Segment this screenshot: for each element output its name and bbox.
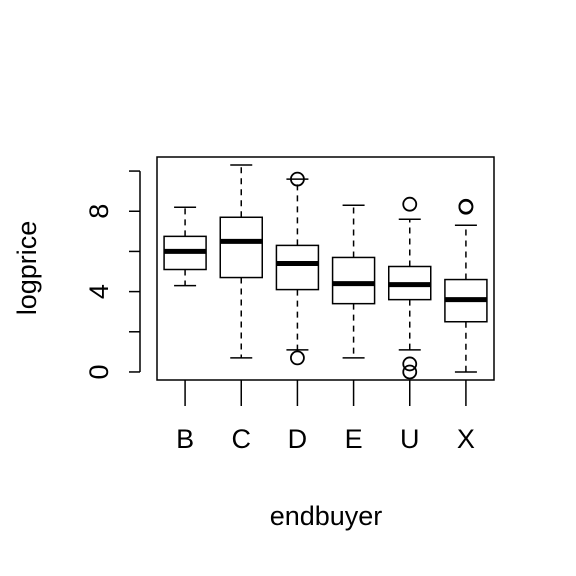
box-B [163,206,207,287]
outlier-point [290,171,305,187]
x-tick-label: D [288,424,308,454]
outlier-point [402,356,418,372]
y-axis-label: logprice [12,221,42,316]
x-tick-label: E [345,424,363,454]
x-tick-label: C [232,424,252,454]
box-C [219,164,263,359]
box-iqr [275,244,320,291]
y-tick-label: 8 [84,204,114,219]
x-tick-label: B [176,424,194,454]
y-tick-label: 0 [84,364,114,379]
y-tick-label: 4 [84,284,114,299]
box-D [275,171,320,366]
plot-frame [156,156,495,381]
outlier-point [402,364,418,380]
box-U [388,196,432,380]
box-iqr [219,216,263,279]
boxes-layer [163,164,488,380]
x-axis-label: endbuyer [270,501,383,531]
outlier-point [402,196,418,212]
x-tick-label: X [457,424,475,454]
x-tick-label: U [400,424,420,454]
outlier-point [290,350,305,366]
y-axis: 0 4 8 [84,170,141,379]
box-X [444,198,488,373]
box-E [331,204,376,359]
box-iqr [331,256,376,305]
outlier-point [458,198,474,214]
